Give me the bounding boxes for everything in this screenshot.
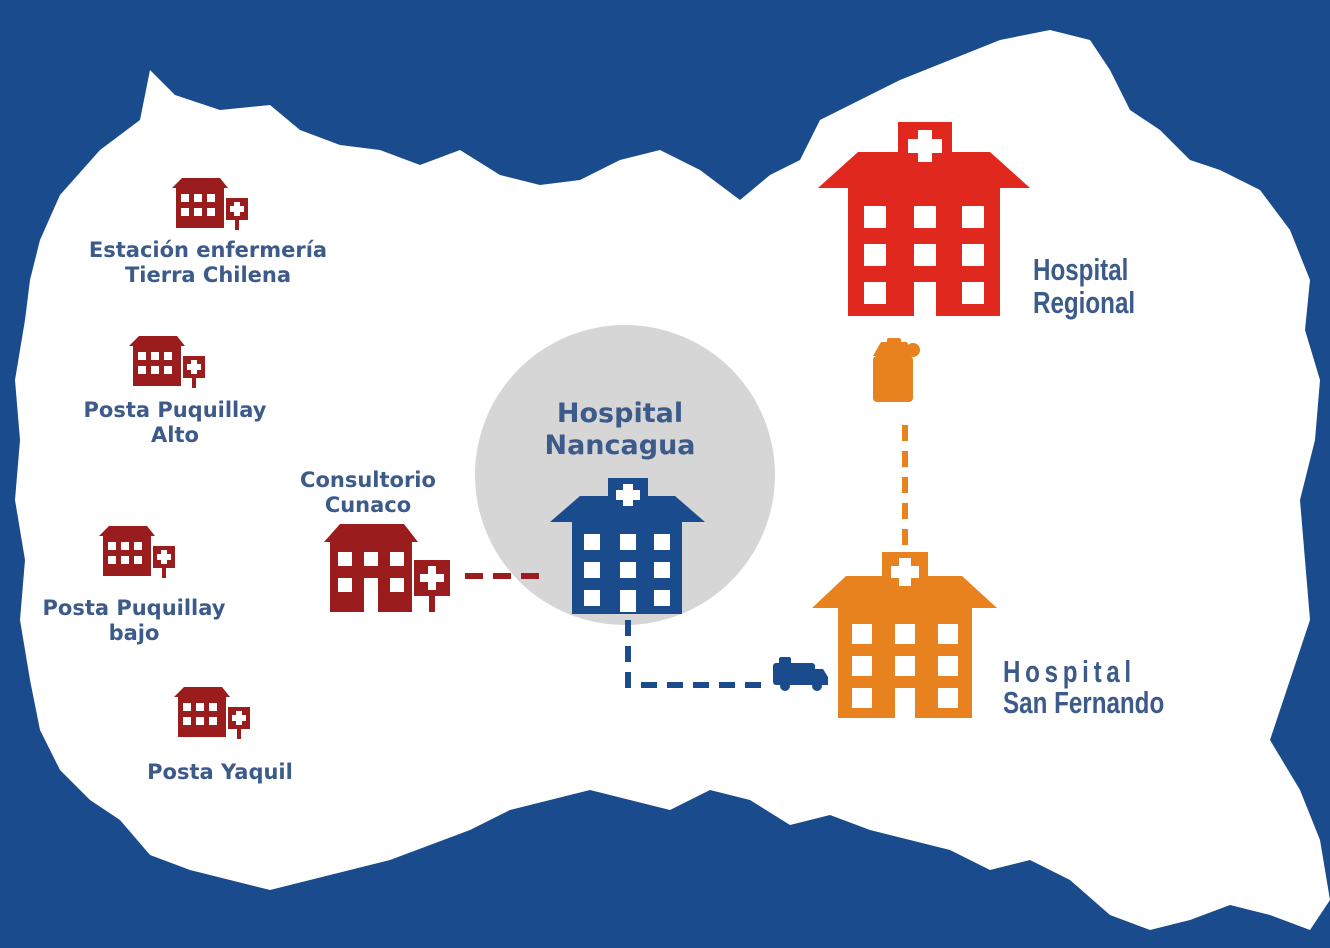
nancagua-label-line1: Hospital [556,398,684,429]
estacion-label-line1: Estación enfermería [88,238,328,262]
cunaco-label: Consultorio Cunaco [270,468,466,518]
puquillay-alto-label-line2: Alto [151,423,199,448]
regional-label-line1: Hospital [1033,252,1129,287]
nancagua-highlight-circle [475,325,775,625]
small-hospital-icon [99,526,175,578]
hospital-icon [818,122,1030,316]
estacion-label: Estación enfermería Tierra Chilena [68,238,348,288]
nancagua-label-line2: Nancagua [544,430,696,462]
san-fernando-label: Hospital San Fernando [1003,656,1164,718]
san-fernando-label-line1: Hospital [1003,654,1136,689]
puquillay-bajo-label-line2: bajo [108,621,160,646]
puquillay-alto-label: Posta Puquillay Alto [55,398,295,448]
regional-label-line2: Regional [1033,284,1136,320]
yaquil-label: Posta Yaquil [120,760,320,785]
puquillay-alto-label-line1: Posta Puquillay [83,398,267,422]
nancagua-sanfernando-connector [625,620,770,688]
puquillay-bajo-label-line1: Posta Puquillay [42,596,226,620]
clinic-icon [324,524,450,612]
regional-label: Hospital Regional [1033,252,1136,320]
nancagua-label: Hospital Nancagua [520,398,720,463]
estacion-label-line2: Tierra Chilena [124,263,292,288]
small-hospital-icon [172,178,248,230]
small-hospital-icon [129,336,205,388]
san-fernando-label-line2: San Fernando [1003,685,1165,720]
yaquil-label-line1: Posta Yaquil [147,760,293,784]
cunaco-label-line2: Cunaco [324,493,412,518]
cunaco-label-line1: Consultorio [300,468,436,492]
hospital-icon [550,478,705,614]
small-hospital-icon [174,687,250,739]
ambulance-icon [773,657,828,691]
hospital-icon [812,552,997,718]
puquillay-bajo-label: Posta Puquillay bajo [14,596,254,646]
ambulance-icon [873,338,920,402]
